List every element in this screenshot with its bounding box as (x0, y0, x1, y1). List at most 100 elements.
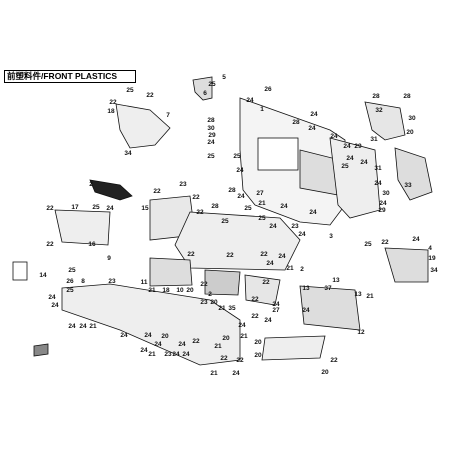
part-callout-24: 24 (346, 155, 354, 162)
part-callout-24: 24 (238, 322, 246, 329)
front-bumper-part (61, 283, 241, 366)
part-callout-24: 24 (379, 200, 387, 207)
part-callout-5: 5 (222, 74, 226, 81)
part-callout-25: 25 (221, 218, 229, 225)
part-callout-25: 25 (92, 204, 100, 211)
part-callout-23: 23 (291, 223, 299, 230)
part-callout-2: 2 (300, 266, 304, 273)
part-callout-22: 22 (226, 252, 234, 259)
part-callout-27: 27 (272, 307, 280, 314)
part-callout-6: 6 (203, 90, 207, 97)
part-callout-21: 21 (214, 343, 222, 350)
part-callout-25: 25 (364, 241, 372, 248)
part-callout-24: 24 (51, 302, 59, 309)
part-callout-28: 28 (372, 93, 380, 100)
part-callout-4: 4 (428, 245, 432, 252)
part-callout-21: 21 (148, 287, 156, 294)
part-callout-19: 19 (428, 255, 436, 262)
part-callout-22: 22 (109, 99, 117, 106)
part-callout-22: 22 (146, 92, 154, 99)
part-callout-24: 24 (178, 341, 186, 348)
part-callout-23: 23 (108, 278, 116, 285)
part-callout-24: 24 (246, 97, 254, 104)
part-callout-22: 22 (251, 296, 259, 303)
part-callout-13: 13 (302, 285, 310, 292)
part-callout-24: 24 (308, 125, 316, 132)
part-callout-11: 11 (141, 279, 148, 286)
part-callout-7: 7 (166, 112, 170, 119)
rear-panel-window (257, 137, 299, 171)
part-callout-24: 24 (343, 143, 351, 150)
part-callout-28: 28 (207, 117, 215, 124)
part-callout-22: 22 (251, 313, 259, 320)
part-callout-22: 22 (262, 279, 270, 286)
part-callout-24: 24 (236, 167, 244, 174)
part-callout-21: 21 (218, 305, 226, 312)
part-callout-23: 23 (164, 351, 172, 358)
part-callout-31: 31 (370, 136, 378, 143)
part-callout-2: 2 (208, 291, 212, 298)
part-callout-25: 25 (66, 287, 74, 294)
part-callout-25: 25 (341, 163, 349, 170)
part-callout-24: 24 (272, 301, 280, 308)
part-callout-24: 24 (264, 317, 272, 324)
left-lower-panel-part (54, 209, 111, 246)
part-callout-22: 22 (192, 338, 200, 345)
part-callout-3: 3 (329, 233, 333, 240)
part-callout-35: 35 (228, 305, 236, 312)
part-callout-15: 15 (141, 205, 149, 212)
part-callout-24: 24 (360, 159, 368, 166)
part-callout-21: 21 (366, 293, 374, 300)
right-side-panel-part (329, 137, 381, 219)
part-callout-22: 22 (260, 251, 268, 258)
part-callout-22: 22 (200, 281, 208, 288)
grille-part (149, 257, 193, 287)
part-callout-24: 24 (48, 294, 56, 301)
part-callout-27: 27 (256, 190, 264, 197)
part-callout-2: 2 (89, 181, 93, 188)
part-callout-22: 22 (196, 209, 204, 216)
left-trim-part (89, 179, 133, 201)
corner-badge-icon (33, 343, 49, 357)
part-callout-20: 20 (321, 369, 329, 376)
part-callout-22: 22 (153, 188, 161, 195)
part-callout-24: 24 (309, 209, 317, 216)
part-callout-22: 22 (46, 205, 54, 212)
part-callout-20: 20 (161, 333, 169, 340)
duct-part (244, 274, 281, 306)
part-callout-20: 20 (406, 129, 414, 136)
part-callout-37: 37 (324, 285, 332, 292)
part-callout-21: 21 (210, 370, 218, 377)
part-callout-28: 28 (403, 93, 411, 100)
lower-box-part (261, 335, 326, 361)
diagram-title: 前塑料件/FRONT PLASTICS (4, 70, 136, 83)
part-callout-24: 24 (79, 323, 87, 330)
part-callout-30: 30 (408, 115, 416, 122)
part-callout-8: 8 (81, 278, 85, 285)
part-callout-33: 33 (404, 182, 412, 189)
part-callout-12: 12 (357, 329, 365, 336)
part-callout-25: 25 (244, 205, 252, 212)
part-callout-18: 18 (162, 287, 170, 294)
part-callout-22: 22 (220, 355, 228, 362)
part-callout-24: 24 (207, 139, 215, 146)
part-callout-30: 30 (382, 190, 390, 197)
dash-panel-part (299, 285, 361, 331)
part-callout-25: 25 (233, 153, 241, 160)
part-callout-24: 24 (106, 205, 114, 212)
part-callout-16: 16 (88, 241, 96, 248)
part-callout-24: 24 (140, 347, 148, 354)
right-lower-panel-part (384, 247, 429, 283)
part-callout-32: 32 (375, 107, 383, 114)
part-callout-18: 18 (107, 108, 115, 115)
top-bracket-part (192, 76, 213, 101)
part-callout-29: 29 (354, 143, 362, 150)
part-callout-21: 21 (240, 333, 248, 340)
part-callout-24: 24 (172, 351, 180, 358)
part-callout-29: 29 (378, 207, 386, 214)
part-callout-24: 24 (182, 351, 190, 358)
part-callout-34: 34 (430, 267, 438, 274)
part-callout-22: 22 (46, 241, 54, 248)
part-callout-17: 17 (71, 204, 79, 211)
